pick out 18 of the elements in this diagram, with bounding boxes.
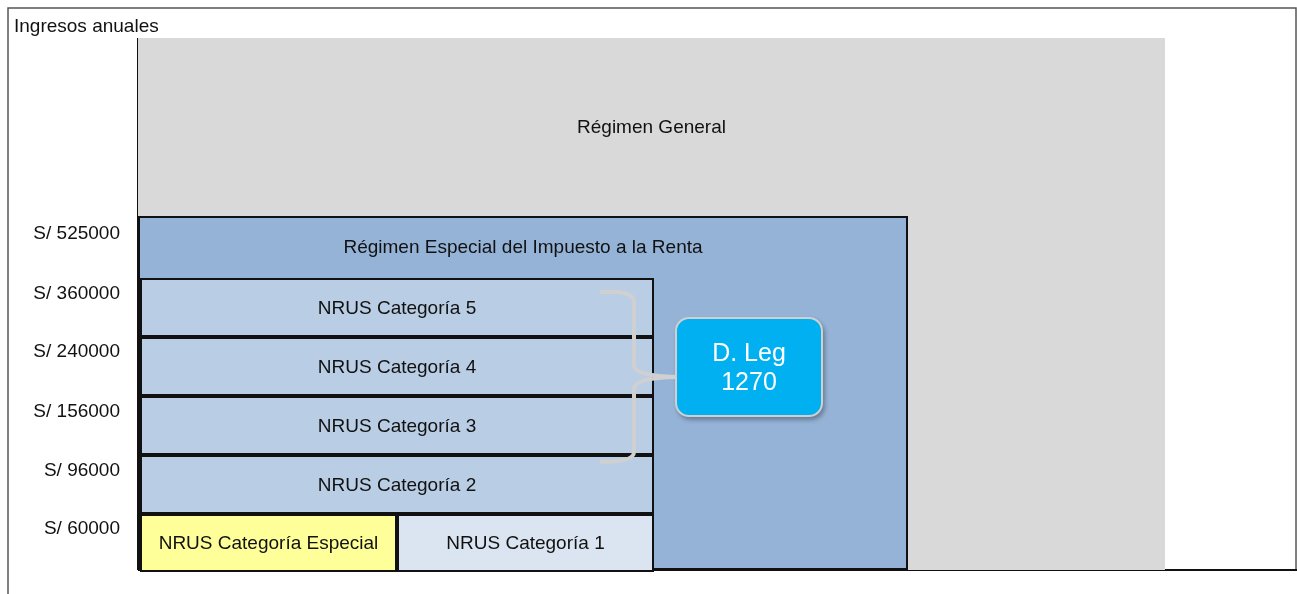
category-band: NRUS Categoría Especial — [140, 514, 397, 572]
category-band: NRUS Categoría 5 — [140, 278, 654, 337]
category-band: NRUS Categoría 1 — [397, 514, 654, 572]
regime-panel — [138, 216, 908, 570]
tick-label: S/ 240000 — [33, 340, 120, 362]
region-panel — [138, 38, 1165, 570]
tick-label: S/ 96000 — [43, 459, 120, 481]
tick-label: S/ 360000 — [33, 282, 120, 304]
axis-title: Ingresos anuales — [14, 15, 159, 37]
category-band: NRUS Categoría 4 — [140, 337, 654, 396]
panel-title: Régimen Especial del Impuesto a la Renta — [342, 236, 704, 258]
tick-label: S/ 60000 — [43, 517, 120, 539]
category-band: NRUS Categoría 2 — [140, 455, 654, 514]
category-band: NRUS Categoría 3 — [140, 396, 654, 455]
panel-title: Régimen General — [576, 116, 727, 138]
law-callout: D. Leg 1270 — [675, 317, 823, 417]
tick-label: S/ 156000 — [33, 400, 120, 422]
tick-label: S/ 525000 — [33, 222, 120, 244]
